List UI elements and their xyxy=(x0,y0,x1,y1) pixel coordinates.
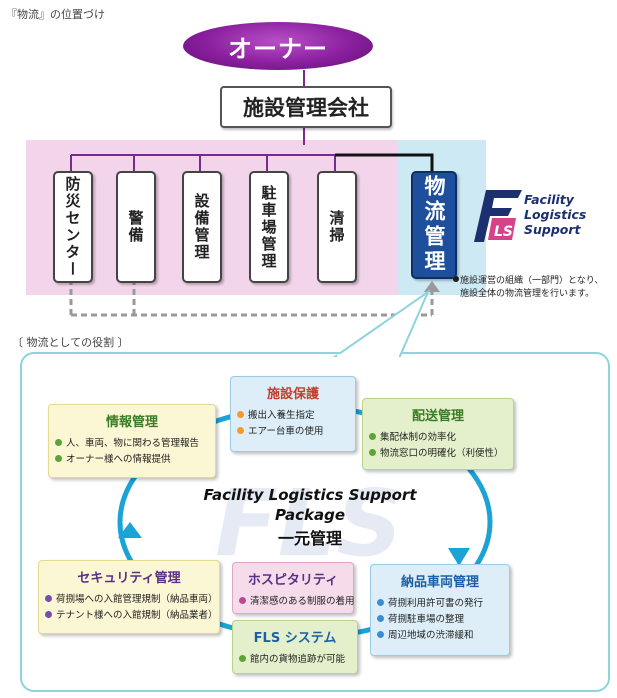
list-item: 清潔感のある制服の着用 xyxy=(239,594,355,610)
card-title: FLS システム xyxy=(253,631,337,646)
list-item: オーナー様への情報提供 xyxy=(55,452,209,468)
list-item: 周辺地域の渋滞緩和 xyxy=(377,628,503,644)
fls-logo-text: Facility Logistics Support xyxy=(524,192,586,237)
card-facility-protection: 施設保護 搬出入養生指定 エアー台車の使用 xyxy=(230,376,356,452)
svg-text:FLS: FLS xyxy=(215,470,403,577)
card-title: セキュリティ管理 xyxy=(77,571,181,586)
center-title-line2: Package xyxy=(274,506,346,524)
card-title: 配送管理 xyxy=(411,409,464,424)
cycle-arrow-right-icon xyxy=(448,548,470,566)
list-item: 搬出入養生指定 xyxy=(237,408,349,424)
logo-line-3: Support xyxy=(524,222,581,237)
note-line-2: 施設全体の物流管理を行います。 xyxy=(460,289,595,299)
list-item: 人、車両、物に関わる管理報告 xyxy=(55,436,209,452)
list-item: エアー台車の使用 xyxy=(237,424,349,440)
logo-line-1: Facility xyxy=(524,192,574,207)
dept-security: 警備 xyxy=(116,171,156,283)
bullet-icon xyxy=(237,427,244,434)
list-item: 荷捌場への入館管理規制（納品車両） xyxy=(45,592,218,608)
logo-line-2: Logistics xyxy=(524,207,587,222)
list-item: 荷捌利用許可書の発行 xyxy=(377,596,503,612)
fls-logo-mark-icon: LS xyxy=(474,190,522,242)
bullet-icon xyxy=(237,411,244,418)
role-section-label: 〔 物流としての役割 〕 xyxy=(12,336,129,349)
center-title-line1: Facility Logistics Support xyxy=(203,486,417,504)
list-item: 物流窓口の明確化（利便性） xyxy=(369,446,507,462)
bullet-icon xyxy=(239,655,246,662)
card-title: 施設保護 xyxy=(266,387,319,402)
center-title-line3: 一元管理 xyxy=(277,529,342,548)
card-hospitality: ホスピタリティ 清潔感のある制服の着用 xyxy=(232,562,355,614)
dept-logistics-management: 物流管理 xyxy=(411,171,457,279)
dept-parking-management: 駐車場管理 xyxy=(249,171,289,283)
card-information-management: 情報管理 人、車両、物に関わる管理報告 オーナー様への情報提供 xyxy=(48,404,216,478)
dept-cleaning: 清掃 xyxy=(317,171,357,283)
facility-company-box: 施設管理会社 xyxy=(220,86,392,128)
bullet-icon xyxy=(369,433,376,440)
logistics-note: 施設運営の組織（一部門）となり、 施設全体の物流管理を行います。 xyxy=(460,275,603,301)
card-security-management: セキュリティ管理 荷捌場への入館管理規制（納品車両） テナント様への入館規制（納… xyxy=(38,560,220,634)
bullet-icon xyxy=(239,597,246,604)
bullet-icon xyxy=(45,595,52,602)
bullet-icon xyxy=(377,615,384,622)
bullet-icon xyxy=(45,611,52,618)
note-line-1: 施設運営の組織（一部門）となり、 xyxy=(460,276,604,286)
card-delivery-vehicle-management: 納品車両管理 荷捌利用許可書の発行 荷捌駐車場の整理 周辺地域の渋滞緩和 xyxy=(370,564,510,656)
card-title: 情報管理 xyxy=(105,415,158,430)
bullet-icon xyxy=(55,439,62,446)
bullet-icon xyxy=(55,455,62,462)
bullet-icon xyxy=(377,631,384,638)
card-title: ホスピタリティ xyxy=(247,573,339,588)
svg-text:LS: LS xyxy=(494,224,513,240)
dept-disaster-center: 防災センター xyxy=(53,171,93,283)
page-title: 『物流』の位置づけ xyxy=(6,8,105,21)
list-item: 館内の貨物追跡が可能 xyxy=(239,652,351,668)
card-fls-system: FLS システム 館内の貨物追跡が可能 xyxy=(232,620,358,674)
list-item: テナント様への入館規制（納品業者） xyxy=(45,608,218,624)
card-delivery-management: 配送管理 集配体制の効率化 物流窓口の明確化（利便性） xyxy=(362,398,514,470)
bullet-icon xyxy=(377,599,384,606)
dept-facility-management: 設備管理 xyxy=(182,171,222,283)
list-item: 荷捌駐車場の整理 xyxy=(377,612,503,628)
card-title: 納品車両管理 xyxy=(400,575,479,590)
bullet-icon xyxy=(369,449,376,456)
list-item: 集配体制の効率化 xyxy=(369,430,507,446)
cycle-arrow-left-icon xyxy=(118,522,142,538)
owner-ellipse: オーナー xyxy=(183,22,373,70)
